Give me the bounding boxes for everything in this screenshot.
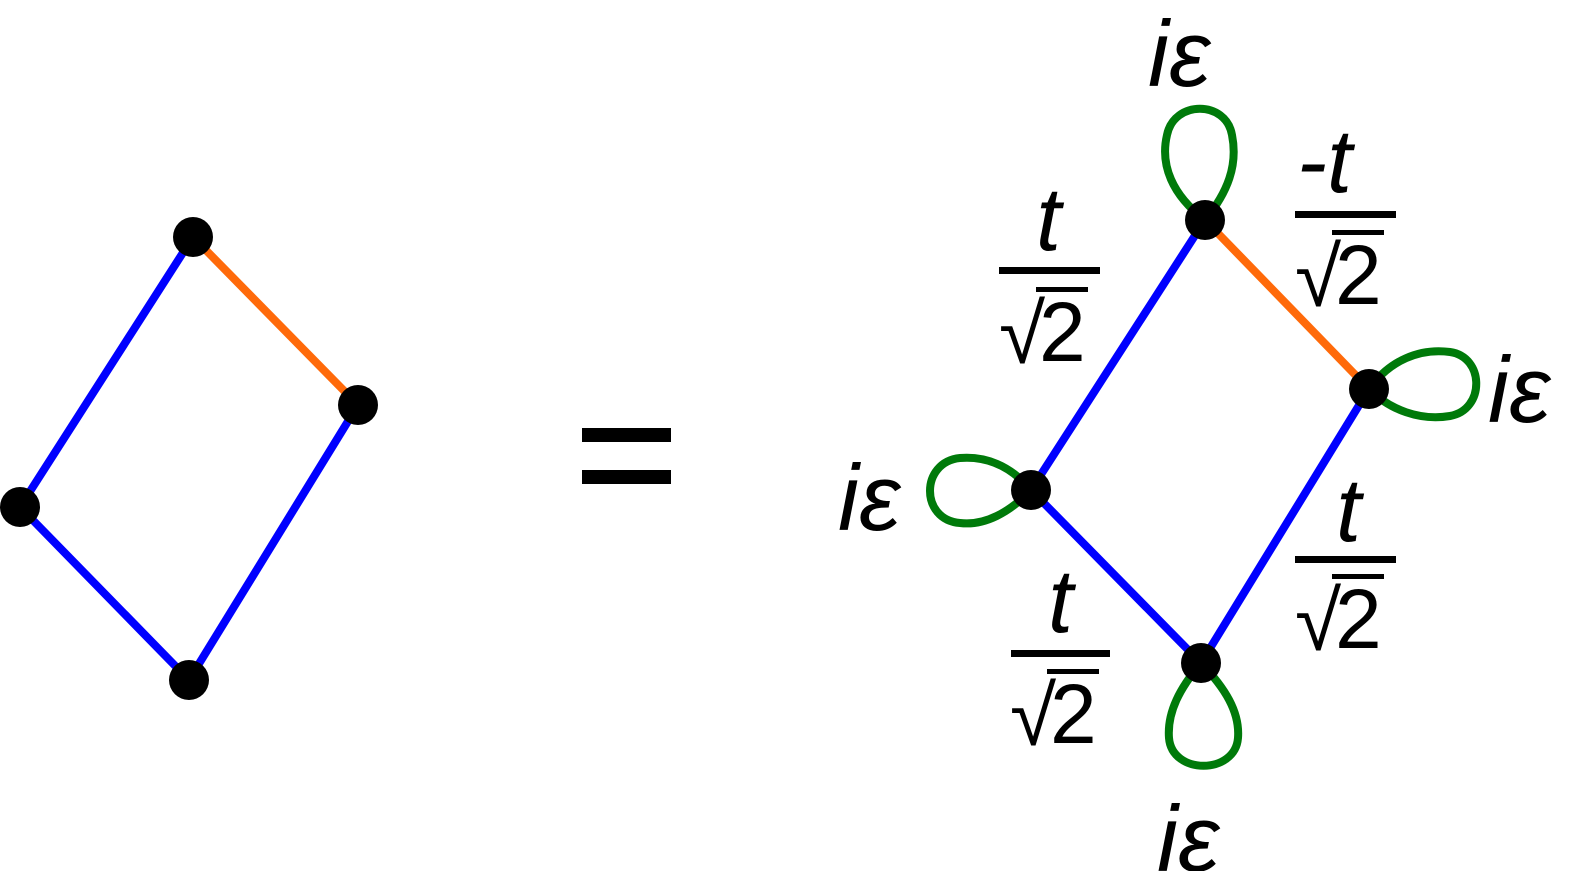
- onsite-label-right: iε: [1488, 337, 1552, 442]
- left-edge-bottom-right: [185, 402, 362, 683]
- left-vertex-right: [338, 385, 378, 425]
- radical-symbol: √: [1295, 230, 1342, 324]
- left-edge-top-right: [190, 234, 361, 408]
- weight-bottom-right-numerator: t: [1336, 461, 1365, 561]
- weight-top-left-numerator: t: [1036, 170, 1065, 270]
- right-vertex-right: [1349, 369, 1389, 409]
- radical-overline: [1036, 287, 1088, 292]
- onsite-label-bottom: iε: [1157, 786, 1221, 871]
- right-edge-left-bottom: [1028, 487, 1204, 666]
- fraction-bar: [1295, 556, 1396, 563]
- weight-bottom-right: t √ 2: [1295, 461, 1396, 668]
- radical-symbol: √: [1010, 669, 1057, 763]
- fraction-bar: [999, 267, 1100, 274]
- self-loop-right: [1363, 347, 1481, 422]
- radical-symbol: √: [1295, 574, 1342, 668]
- weight-bottom-left: t √ 2: [1010, 552, 1110, 763]
- right-edge-bottom-right: [1197, 386, 1373, 666]
- self-loop-left: [926, 453, 1037, 528]
- weight-top-right-denominator: 2: [1335, 228, 1382, 322]
- weight-top-left-denominator: 2: [1039, 285, 1086, 379]
- left-edge-left-bottom: [17, 504, 192, 683]
- onsite-label-top: iε: [1148, 1, 1212, 106]
- right-vertex-bottom: [1181, 643, 1221, 683]
- weight-top-right-numerator: -t: [1297, 112, 1356, 212]
- weight-bottom-right-denominator: 2: [1335, 572, 1382, 666]
- left-vertex-bottom: [169, 660, 209, 700]
- right-edge-top-right: [1202, 217, 1372, 392]
- weight-top-right: -t √ 2: [1295, 112, 1396, 324]
- onsite-label-left: iε: [838, 445, 902, 550]
- weight-bottom-left-denominator: 2: [1050, 667, 1097, 761]
- self-loop-top: [1161, 104, 1238, 226]
- fraction-bar: [1011, 650, 1110, 657]
- left-vertex-left: [0, 487, 40, 527]
- radical-overline: [1332, 574, 1384, 579]
- left-graph: [0, 217, 378, 700]
- radical-symbol: √: [999, 287, 1046, 381]
- fraction-bar: [1295, 211, 1396, 218]
- radical-overline: [1332, 230, 1384, 235]
- radical-overline: [1047, 669, 1099, 674]
- left-edge-top-left: [16, 234, 197, 510]
- equals-sign: [582, 428, 671, 484]
- weight-bottom-left-numerator: t: [1048, 552, 1077, 652]
- left-vertex-top: [173, 217, 213, 257]
- right-vertex-left: [1011, 470, 1051, 510]
- weight-top-left: t √ 2: [999, 170, 1100, 381]
- right-graph: iε iε iε iε t √ 2 -t √ 2 t √ 2: [838, 1, 1552, 871]
- right-edge-top-left: [1027, 217, 1209, 493]
- self-loop-bottom: [1164, 657, 1243, 770]
- right-vertex-top: [1185, 200, 1225, 240]
